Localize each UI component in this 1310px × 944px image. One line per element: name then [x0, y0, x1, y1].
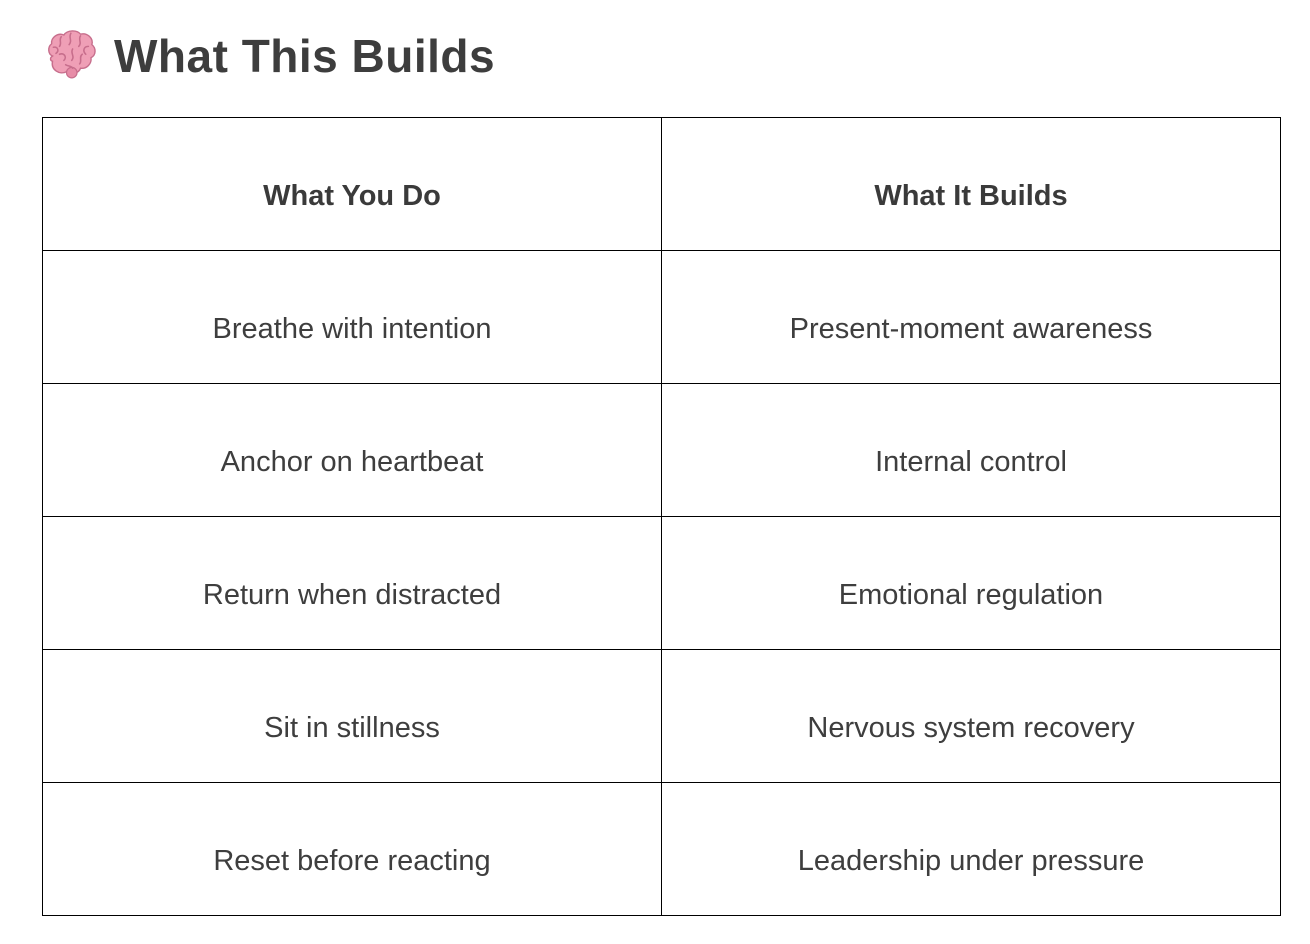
builds-table: What You Do What It Builds Breathe with … — [42, 117, 1281, 916]
table-row: Sit in stillness Nervous system recovery — [42, 649, 1281, 783]
table-row: Breathe with intention Present-moment aw… — [42, 250, 1281, 384]
header-cell-what-you-do: What You Do — [42, 117, 662, 251]
cell-what-it-builds: Leadership under pressure — [661, 782, 1281, 916]
cell-what-you-do: Breathe with intention — [42, 250, 662, 384]
document-page: What This Builds What You Do What It Bui… — [0, 26, 1310, 944]
cell-what-it-builds: Emotional regulation — [661, 516, 1281, 650]
table-row: Return when distracted Emotional regulat… — [42, 516, 1281, 650]
cell-what-you-do: Reset before reacting — [42, 782, 662, 916]
cell-what-you-do: Sit in stillness — [42, 649, 662, 783]
cell-what-you-do: Anchor on heartbeat — [42, 383, 662, 517]
header-cell-what-it-builds: What It Builds — [661, 117, 1281, 251]
cell-what-it-builds: Internal control — [661, 383, 1281, 517]
table-header-row: What You Do What It Builds — [42, 117, 1281, 251]
table-row: Reset before reacting Leadership under p… — [42, 782, 1281, 916]
cell-what-it-builds: Present-moment awareness — [661, 250, 1281, 384]
table-row: Anchor on heartbeat Internal control — [42, 383, 1281, 517]
cell-what-you-do: Return when distracted — [42, 516, 662, 650]
page-heading: What This Builds — [42, 26, 1310, 86]
brain-icon — [42, 28, 98, 84]
cell-what-it-builds: Nervous system recovery — [661, 649, 1281, 783]
page-title: What This Builds — [114, 30, 496, 82]
